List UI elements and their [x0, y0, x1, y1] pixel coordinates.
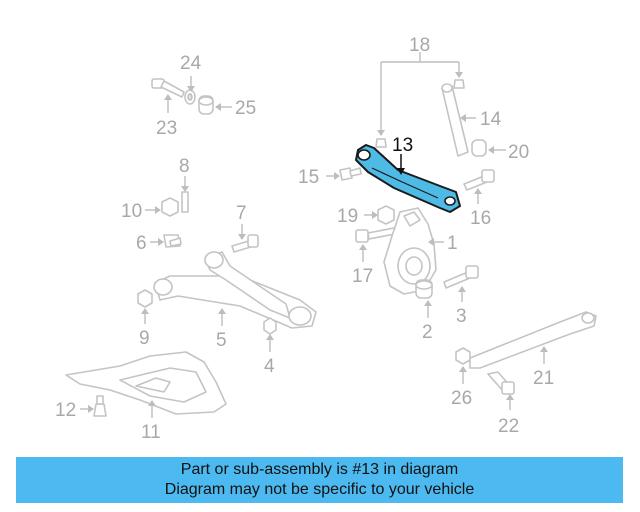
- part-2-bushing: [415, 279, 433, 299]
- part-16-bolt: [463, 169, 495, 191]
- callout-11: 11: [141, 422, 161, 443]
- part-6-bolt: [163, 234, 182, 248]
- callout-23: 23: [156, 118, 177, 139]
- callout-24: 24: [180, 53, 202, 74]
- callout-7: 7: [236, 203, 247, 224]
- callout-25: 25: [235, 98, 256, 119]
- callout-10: 10: [121, 201, 142, 222]
- callout-16: 16: [470, 208, 491, 229]
- part-21-arm: [469, 311, 597, 369]
- part-19-nut: [377, 205, 395, 225]
- part-11-shield: [65, 351, 227, 415]
- callout-22: 22: [498, 416, 519, 437]
- callout-5: 5: [216, 330, 227, 351]
- callout-8: 8: [179, 156, 190, 177]
- part-18-grommets: [375, 79, 465, 148]
- part-10-nut: [161, 197, 179, 217]
- callout-19: 19: [337, 206, 358, 227]
- callout-13: 13: [392, 135, 413, 156]
- callout-6: 6: [136, 233, 147, 254]
- callout-20: 20: [508, 142, 529, 163]
- callout-2: 2: [422, 322, 433, 343]
- diagram-notice-banner: Part or sub-assembly is #13 in diagram D…: [16, 457, 623, 503]
- part-7-bolt: [231, 234, 259, 253]
- part-4-nut: [263, 317, 277, 335]
- part-5-control-arm: [153, 251, 317, 329]
- notice-line-1: Part or sub-assembly is #13 in diagram: [180, 461, 459, 478]
- callout-18: 18: [409, 35, 430, 56]
- callout-12: 12: [55, 400, 76, 421]
- part-23-bolt: [151, 78, 185, 98]
- part-25-bushing: [198, 95, 214, 115]
- part-20-bushing: [471, 139, 487, 157]
- part-15-bolt: [339, 167, 362, 181]
- callout-4: 4: [264, 356, 275, 377]
- part-8-stud: [181, 191, 189, 213]
- callout-15: 15: [298, 167, 319, 188]
- callout-21: 21: [533, 368, 554, 389]
- callout-17: 17: [352, 266, 373, 287]
- callout-1: 1: [447, 233, 458, 254]
- callout-3: 3: [456, 306, 467, 327]
- part-22-bolt: [487, 371, 515, 395]
- callout-14: 14: [480, 109, 502, 130]
- part-17-bolt: [355, 227, 396, 243]
- parts-diagram: 24 23 25 8 10 7 6 9 5 4 12 11 18 14 20 1…: [55, 35, 597, 443]
- notice-line-2: Diagram may not be specific to your vehi…: [164, 481, 475, 498]
- callout-9: 9: [139, 328, 150, 349]
- part-12-clip: [93, 395, 107, 417]
- part-9-nut: [137, 289, 153, 308]
- part-26-nut: [455, 347, 471, 365]
- part-3-bolt: [443, 265, 479, 289]
- part-24-washer: [184, 89, 196, 105]
- part-1-knuckle: [383, 207, 437, 295]
- part-13-upper-arm: [355, 144, 461, 213]
- part-14-link: [441, 83, 469, 157]
- callout-26: 26: [451, 388, 472, 409]
